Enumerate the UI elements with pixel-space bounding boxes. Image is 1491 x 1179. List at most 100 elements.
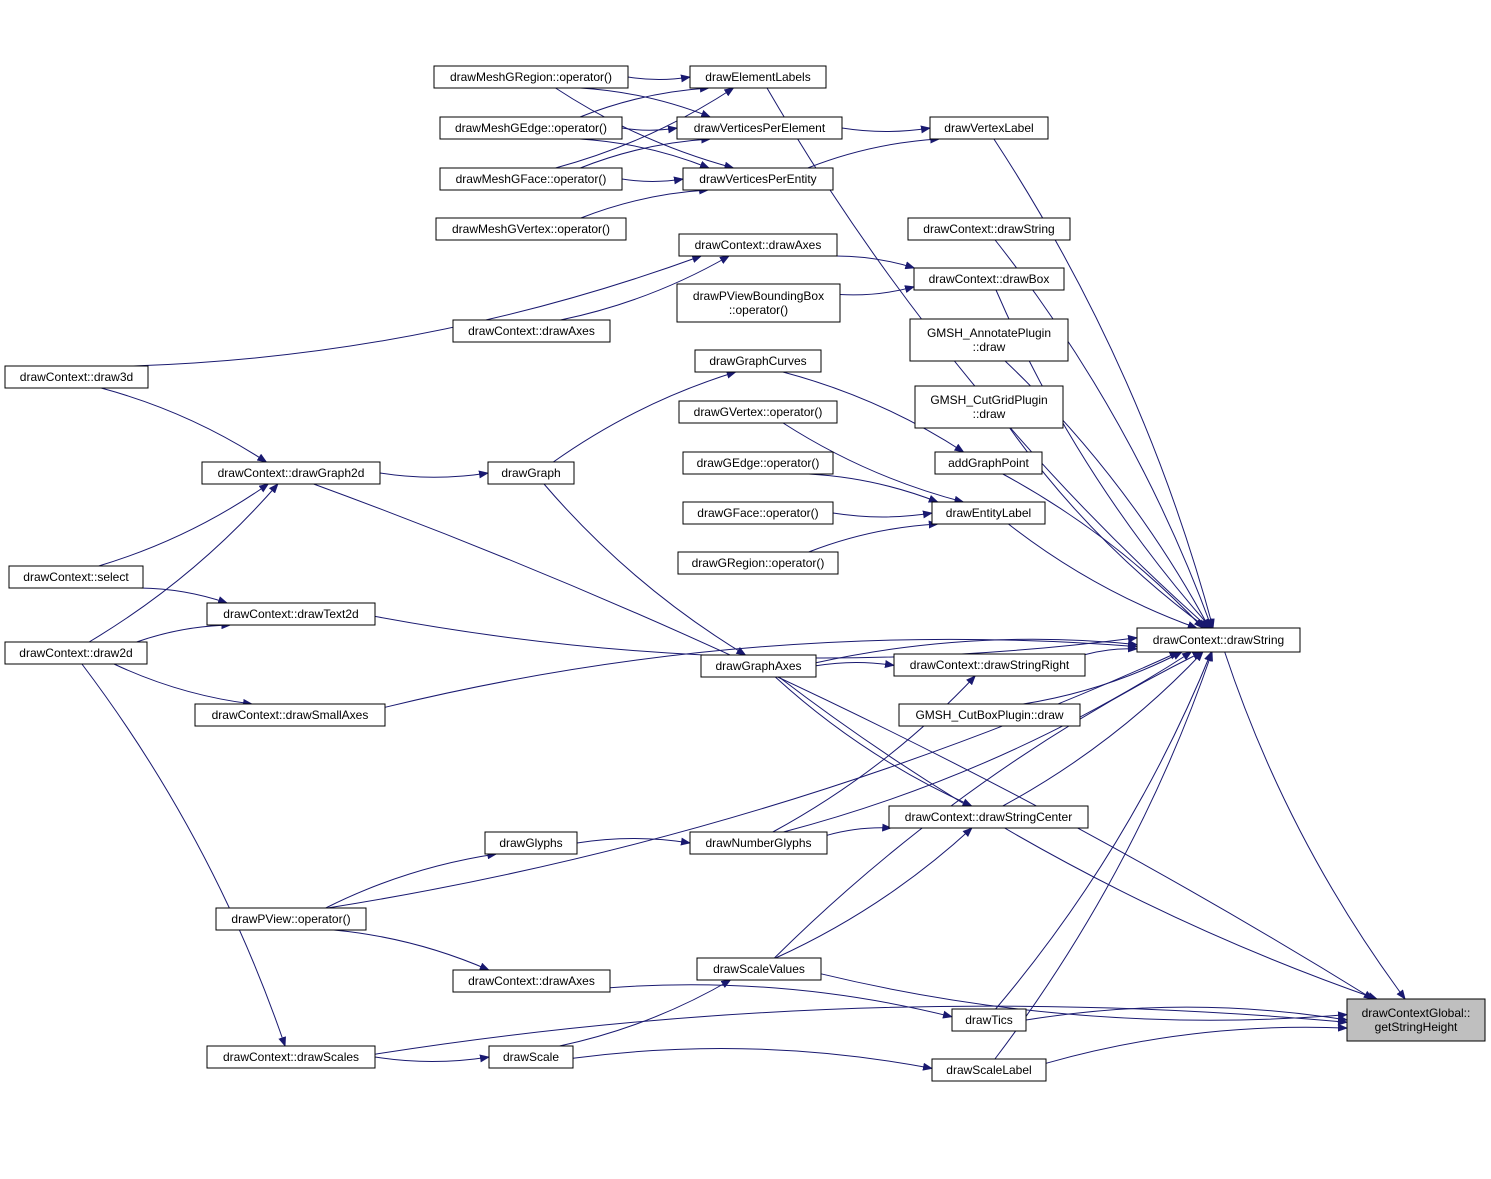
- node-box[interactable]: [888, 805, 1089, 829]
- node-box[interactable]: [677, 551, 839, 575]
- node-drawVertexLabel[interactable]: drawVertexLabel: [929, 116, 1049, 140]
- node-box[interactable]: [700, 654, 817, 678]
- node-dcDrawStringCenter[interactable]: drawContext::drawStringCenter: [888, 805, 1089, 829]
- node-label: drawContext::drawGraph2d: [218, 466, 365, 480]
- node-drawGraphAxes[interactable]: drawGraphAxes: [700, 654, 817, 678]
- node-label: drawVerticesPerEntity: [699, 172, 816, 186]
- edges-layer: [81, 74, 1406, 1071]
- node-box[interactable]: [206, 1045, 376, 1069]
- node-drawTics[interactable]: drawTics: [951, 1008, 1027, 1032]
- node-box[interactable]: [194, 703, 386, 727]
- edge-drawGraph-to-drawGraphAxes: [543, 483, 747, 656]
- node-box[interactable]: [898, 703, 1081, 727]
- node-box[interactable]: [8, 565, 144, 589]
- node-box[interactable]: [682, 451, 834, 475]
- node-drawGraph[interactable]: drawGraph: [487, 461, 575, 485]
- node-addGraphPoint[interactable]: addGraphPoint: [934, 451, 1043, 475]
- node-box[interactable]: [678, 400, 838, 424]
- node-drawVerticesPerElement[interactable]: drawVerticesPerElement: [676, 116, 843, 140]
- node-drawMeshGEdge[interactable]: drawMeshGEdge::operator(): [439, 116, 623, 140]
- node-box[interactable]: [452, 319, 611, 343]
- edge-dcSelect-to-dcDrawText2d: [139, 587, 229, 604]
- node-box[interactable]: [931, 501, 1046, 525]
- node-drawMeshGVertex[interactable]: drawMeshGVertex::operator(): [435, 217, 627, 241]
- node-drawGRegion[interactable]: drawGRegion::operator(): [677, 551, 839, 575]
- node-dcDrawStringRight[interactable]: drawContext::drawStringRight: [893, 653, 1086, 677]
- edge-drawGraphAxes-to-dcDrawString: [815, 638, 1138, 664]
- node-drawElementLabels[interactable]: drawElementLabels: [689, 65, 827, 89]
- node-drawEntityLabel[interactable]: drawEntityLabel: [931, 501, 1046, 525]
- node-drawGEdge[interactable]: drawGEdge::operator(): [682, 451, 834, 475]
- node-drawPView[interactable]: drawPView::operator(): [215, 907, 367, 931]
- node-dcDrawStringA[interactable]: drawContext::drawString: [907, 217, 1071, 241]
- node-box[interactable]: [678, 233, 838, 257]
- node-box[interactable]: [488, 1045, 574, 1069]
- edge-dcDrawGraph2d-to-getStringHeight: [313, 483, 1374, 1000]
- node-dcSelect[interactable]: drawContext::select: [8, 565, 144, 589]
- node-dcDrawAxesMid[interactable]: drawContext::drawAxes: [452, 319, 611, 343]
- node-box[interactable]: [1346, 998, 1486, 1042]
- node-box[interactable]: [682, 167, 834, 191]
- node-dcDrawText2d[interactable]: drawContext::drawText2d: [206, 602, 376, 626]
- edge-dcDrawText2d-to-dcDrawString: [374, 615, 1138, 659]
- node-drawScaleValues[interactable]: drawScaleValues: [696, 957, 822, 981]
- node-getStringHeight[interactable]: drawContextGlobal::getStringHeight: [1346, 998, 1486, 1042]
- node-drawGlyphs[interactable]: drawGlyphs: [484, 831, 578, 855]
- node-box[interactable]: [484, 831, 578, 855]
- node-box[interactable]: [439, 116, 623, 140]
- node-box[interactable]: [929, 116, 1049, 140]
- node-box[interactable]: [206, 602, 376, 626]
- node-annotatePlugin[interactable]: GMSH_AnnotatePlugin::draw: [909, 318, 1069, 362]
- node-cutBoxPlugin[interactable]: GMSH_CutBoxPlugin::draw: [898, 703, 1081, 727]
- node-box[interactable]: [4, 641, 148, 665]
- node-drawScaleLabel[interactable]: drawScaleLabel: [931, 1058, 1047, 1082]
- node-dcDrawSmallAxes[interactable]: drawContext::drawSmallAxes: [194, 703, 386, 727]
- edge-drawVerticesPerElement-to-drawVertexLabel: [841, 125, 931, 134]
- node-box[interactable]: [1136, 627, 1301, 653]
- node-dcDrawAxesTop[interactable]: drawContext::drawAxes: [678, 233, 838, 257]
- node-box[interactable]: [439, 167, 623, 191]
- node-box[interactable]: [951, 1008, 1027, 1032]
- node-drawPViewBB[interactable]: drawPViewBoundingBox::operator(): [676, 283, 841, 323]
- node-dcDraw3d[interactable]: drawContext::draw3d: [4, 365, 149, 389]
- node-box[interactable]: [682, 501, 834, 525]
- node-dcDrawScales[interactable]: drawContext::drawScales: [206, 1045, 376, 1069]
- node-drawMeshGFace[interactable]: drawMeshGFace::operator(): [439, 167, 623, 191]
- edge-drawGraphAxes-to-dcDrawStringRight: [815, 660, 895, 668]
- node-box[interactable]: [452, 969, 611, 993]
- node-dcDrawGraph2d[interactable]: drawContext::drawGraph2d: [201, 461, 381, 485]
- node-box[interactable]: [913, 267, 1065, 291]
- node-box[interactable]: [676, 283, 841, 323]
- node-box[interactable]: [696, 957, 822, 981]
- node-drawNumberGlyphs[interactable]: drawNumberGlyphs: [689, 831, 828, 855]
- node-box[interactable]: [893, 653, 1086, 677]
- node-drawGraphCurves[interactable]: drawGraphCurves: [694, 349, 822, 373]
- node-label: drawContext::drawStringCenter: [905, 810, 1072, 824]
- node-dcDrawBox[interactable]: drawContext::drawBox: [913, 267, 1065, 291]
- node-drawVerticesPerEntity[interactable]: drawVerticesPerEntity: [682, 167, 834, 191]
- node-box[interactable]: [201, 461, 381, 485]
- node-box[interactable]: [689, 831, 828, 855]
- node-box[interactable]: [435, 217, 627, 241]
- node-box[interactable]: [914, 385, 1064, 429]
- node-dcDrawAxesBot[interactable]: drawContext::drawAxes: [452, 969, 611, 993]
- node-box[interactable]: [487, 461, 575, 485]
- node-box[interactable]: [934, 451, 1043, 475]
- node-box[interactable]: [909, 318, 1069, 362]
- node-box[interactable]: [215, 907, 367, 931]
- node-box[interactable]: [433, 65, 629, 89]
- node-box[interactable]: [694, 349, 822, 373]
- node-box[interactable]: [689, 65, 827, 89]
- node-drawGVertex[interactable]: drawGVertex::operator(): [678, 400, 838, 424]
- node-box[interactable]: [931, 1058, 1047, 1082]
- node-box[interactable]: [4, 365, 149, 389]
- node-drawScale[interactable]: drawScale: [488, 1045, 574, 1069]
- node-cutGridPlugin[interactable]: GMSH_CutGridPlugin::draw: [914, 385, 1064, 429]
- node-drawGFace[interactable]: drawGFace::operator(): [682, 501, 834, 525]
- node-box[interactable]: [907, 217, 1071, 241]
- node-drawMeshGRegion[interactable]: drawMeshGRegion::operator(): [433, 65, 629, 89]
- node-dcDraw2d[interactable]: drawContext::draw2d: [4, 641, 148, 665]
- node-box[interactable]: [676, 116, 843, 140]
- edge-dcDrawStringRight-to-dcDrawString: [1084, 644, 1138, 656]
- node-dcDrawString[interactable]: drawContext::drawString: [1136, 627, 1301, 653]
